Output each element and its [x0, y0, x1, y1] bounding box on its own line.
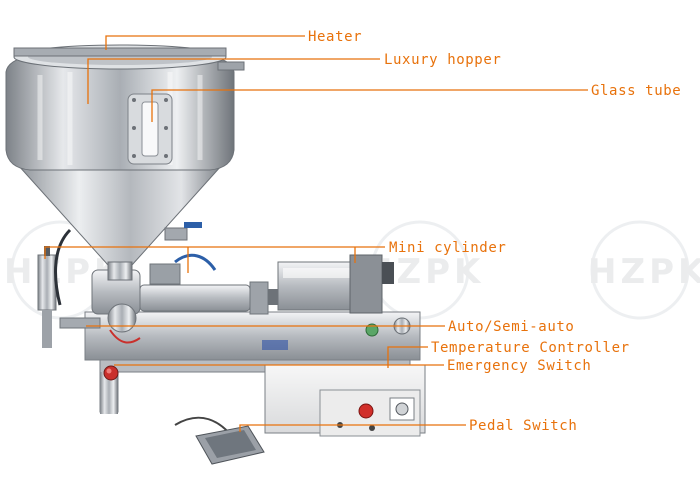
- heater-power-button: [358, 403, 374, 419]
- callout-labels: Heater Luxury hopper Glass tube Mini cyl…: [308, 29, 681, 434]
- glass-tube-window: [127, 93, 173, 165]
- label-heater: Heater: [308, 29, 362, 45]
- rotary-valve: [59, 263, 181, 333]
- label-pedal-switch: Pedal Switch: [469, 418, 577, 434]
- heater-band: [13, 47, 227, 57]
- watermark-text: HZPK: [588, 252, 700, 292]
- air-hoses: [54, 228, 217, 344]
- hopper-neck: [107, 261, 133, 281]
- watermark-right: HZPK: [588, 220, 700, 320]
- temperature-controller-leader: [387, 346, 428, 368]
- brand-plate: [262, 340, 288, 350]
- callout-lines: [44, 35, 588, 432]
- pedal-switch: [174, 416, 265, 465]
- label-auto-semi-auto: Auto/Semi-auto: [448, 319, 574, 335]
- label-luxury-hopper: Luxury hopper: [384, 52, 501, 68]
- label-temperature-controller: Temperature Controller: [431, 340, 630, 356]
- glass-tube-leader: [151, 89, 588, 122]
- temperature-controller: [264, 364, 426, 437]
- emergency-switch: [103, 365, 119, 381]
- pedal-switch-leader: [239, 424, 466, 432]
- heater-leader: [105, 35, 305, 50]
- outlet-valve: [164, 222, 202, 241]
- label-emergency-switch: Emergency Switch: [447, 358, 591, 374]
- mini-cylinder-leader: [44, 246, 385, 259]
- luxury-hopper-leader: [87, 58, 380, 104]
- label-mini-cylinder: Mini cylinder: [389, 240, 506, 256]
- label-glass-tube: Glass tube: [591, 83, 681, 99]
- piston-cylinder: [139, 254, 394, 315]
- filling-machine: [5, 44, 426, 465]
- mini-cylinder: [37, 246, 57, 348]
- hopper-lid-handle: [217, 61, 245, 71]
- luxury-hopper: [5, 44, 245, 171]
